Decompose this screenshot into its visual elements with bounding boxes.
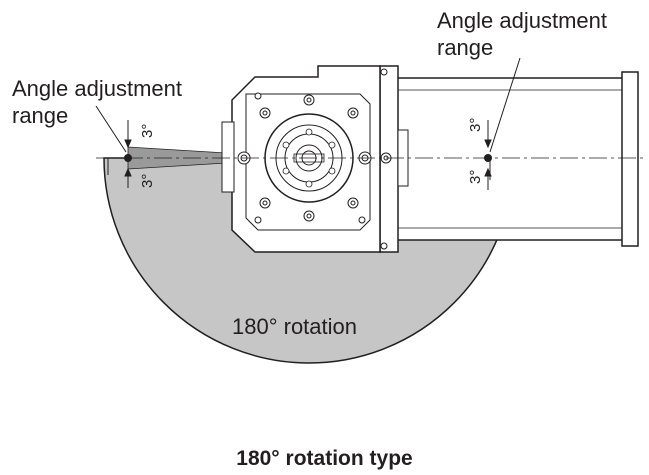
deg-label-top-left: 3° — [139, 124, 156, 138]
cylinder-body — [379, 65, 639, 253]
angle-dimension-marks — [107, 120, 492, 190]
rotation-label: 180° rotation — [232, 314, 357, 339]
deg-label-bottom-right: 3° — [467, 170, 484, 184]
left-angle-label-line2: range — [12, 103, 68, 128]
deg-label-bottom-left: 3° — [139, 174, 156, 188]
left-angle-label-line1: Angle adjustment — [12, 76, 182, 101]
left-stop-point — [124, 154, 132, 162]
right-angle-label-line1: Angle adjustment — [437, 8, 607, 33]
mounting-bolts — [254, 68, 388, 250]
leader-lines — [95, 57, 521, 153]
right-stop-point — [484, 154, 492, 162]
deg-label-top-right: 3° — [467, 118, 484, 132]
right-angle-label-line2: range — [437, 35, 493, 60]
figure-caption: 180° rotation type — [236, 447, 412, 470]
